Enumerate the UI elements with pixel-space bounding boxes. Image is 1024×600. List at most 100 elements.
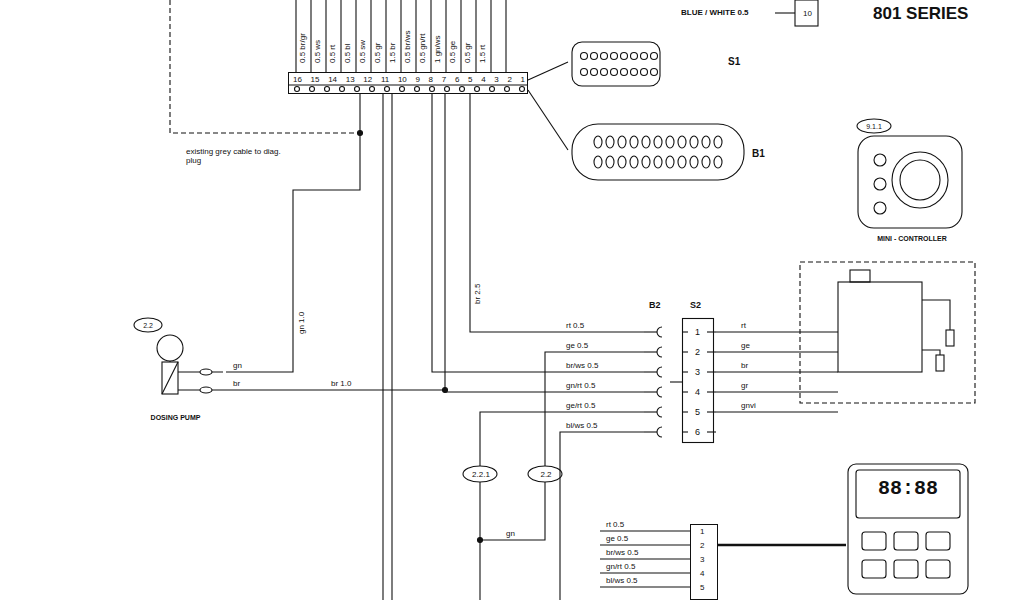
s2-shape-part	[707, 371, 716, 372]
wire-line	[716, 331, 838, 332]
s2-shape-part	[683, 319, 714, 443]
b1-shape-part	[642, 156, 650, 168]
dashed-housing	[800, 262, 975, 403]
wire-line	[391, 94, 392, 600]
b2-shape-part	[644, 371, 657, 372]
wire-line	[415, 0, 416, 72]
s1-shape-part	[621, 53, 628, 60]
component-label: S2	[690, 300, 701, 311]
s1-shape-part	[572, 42, 660, 86]
annotation-label: br/ws 0.5	[605, 548, 639, 557]
wire-line	[716, 371, 838, 372]
pump-shape-part	[200, 369, 212, 375]
mini-symbol	[850, 118, 975, 250]
s2-shape-part	[682, 331, 688, 332]
wire-line	[716, 391, 838, 392]
b1-shape-part	[666, 136, 674, 148]
wire-connector	[528, 90, 568, 150]
b1-shape-part	[642, 136, 650, 148]
wire-line	[600, 586, 690, 587]
wire-group	[170, 0, 975, 600]
strip-shape-part	[430, 87, 435, 92]
s2-shape	[682, 319, 716, 443]
strip-shape-part	[400, 87, 405, 92]
strip-shape-part	[490, 87, 495, 92]
wire-line	[340, 0, 341, 72]
b1-shape-part	[594, 136, 602, 148]
wire-line	[370, 0, 371, 72]
wire-label: 0.5 gr	[373, 42, 382, 64]
timer-shape-part	[926, 532, 950, 550]
annotation-label: br 1.0	[330, 379, 352, 388]
annotation-label: gnvi	[740, 401, 757, 410]
wire-label: 0.5 rt	[328, 44, 337, 64]
pump-shape-part	[162, 362, 178, 394]
wire-line	[382, 94, 383, 600]
pump-shape	[134, 318, 223, 394]
wire-label: 0.5 ws	[313, 39, 322, 64]
dashed-boundary	[170, 0, 360, 133]
b2-shape-part	[644, 391, 657, 392]
wire-label: 0.5 gr	[463, 42, 472, 64]
wire-line	[716, 351, 838, 352]
b1-shape-part	[690, 136, 698, 148]
mini-shape-part	[874, 202, 886, 214]
annotation-label: gn/rt 0.5	[605, 562, 636, 571]
annotation-label: ge 0.5	[605, 534, 629, 543]
timer-shape-part	[862, 560, 886, 578]
s1-shape-part	[611, 69, 618, 76]
b1-shape	[572, 124, 744, 180]
s1-shape-part	[651, 53, 658, 60]
timer-shape-part	[926, 560, 950, 578]
strip-shape-part	[355, 87, 360, 92]
wire-connector	[528, 62, 568, 80]
b1-shape-part	[666, 156, 674, 168]
wire-label: 0.5 sw	[358, 39, 367, 64]
pump-component: 2.2DOSING PUMP	[128, 316, 226, 426]
wire-label: 1.5 rt	[478, 44, 487, 64]
strip-shape-part	[295, 87, 300, 92]
strip-shape-part	[505, 87, 510, 92]
strip-shape-part	[445, 87, 450, 92]
s2-shape-part	[682, 391, 688, 392]
component-text: MINI - CONTROLLER	[852, 234, 972, 243]
annotation-label: ge 0.5	[565, 341, 589, 350]
s1-shape-part	[641, 53, 648, 60]
b1-shape-part	[654, 136, 662, 148]
strip-shape	[289, 85, 527, 92]
b2-shape-part	[644, 411, 657, 412]
b1-shape-part	[702, 156, 710, 168]
wire-connector	[670, 381, 682, 382]
b1-symbol	[568, 118, 773, 188]
wire-line	[560, 432, 644, 600]
wire-label: 0.5 br/ws	[403, 30, 412, 64]
b2-shape-part	[644, 351, 657, 352]
component-label: 2.2	[134, 321, 162, 330]
s1-shape-part	[581, 69, 588, 76]
mini-shape	[857, 119, 962, 228]
timer-shape-part	[856, 470, 960, 518]
wire-label: 1.5 br	[388, 42, 397, 64]
s2-shape-part	[682, 411, 688, 412]
s2-shape-part	[682, 351, 688, 352]
wire-label: 1 gn/ws	[433, 34, 442, 64]
wire-connector	[445, 94, 644, 392]
s1-shape-part	[631, 53, 638, 60]
mini-shape-part	[874, 154, 886, 166]
b2-symbol	[644, 300, 670, 442]
s2-shape-part	[682, 371, 688, 372]
s1-shape	[572, 42, 660, 86]
annotation-label: 2.2	[527, 470, 565, 479]
wire-connector	[718, 544, 846, 547]
wire-line	[922, 300, 950, 330]
strip-shape-part	[340, 87, 345, 92]
timer-shape-part	[848, 464, 968, 594]
junction-dot	[478, 538, 483, 543]
wire-line	[600, 572, 690, 573]
b2-shape	[644, 327, 662, 437]
wire-label: br/ws 0.5	[565, 361, 599, 370]
b1-shape-part	[702, 136, 710, 148]
sensor-symbol	[946, 330, 954, 346]
s2-component: S21 2 3 4 5 6	[682, 300, 716, 444]
